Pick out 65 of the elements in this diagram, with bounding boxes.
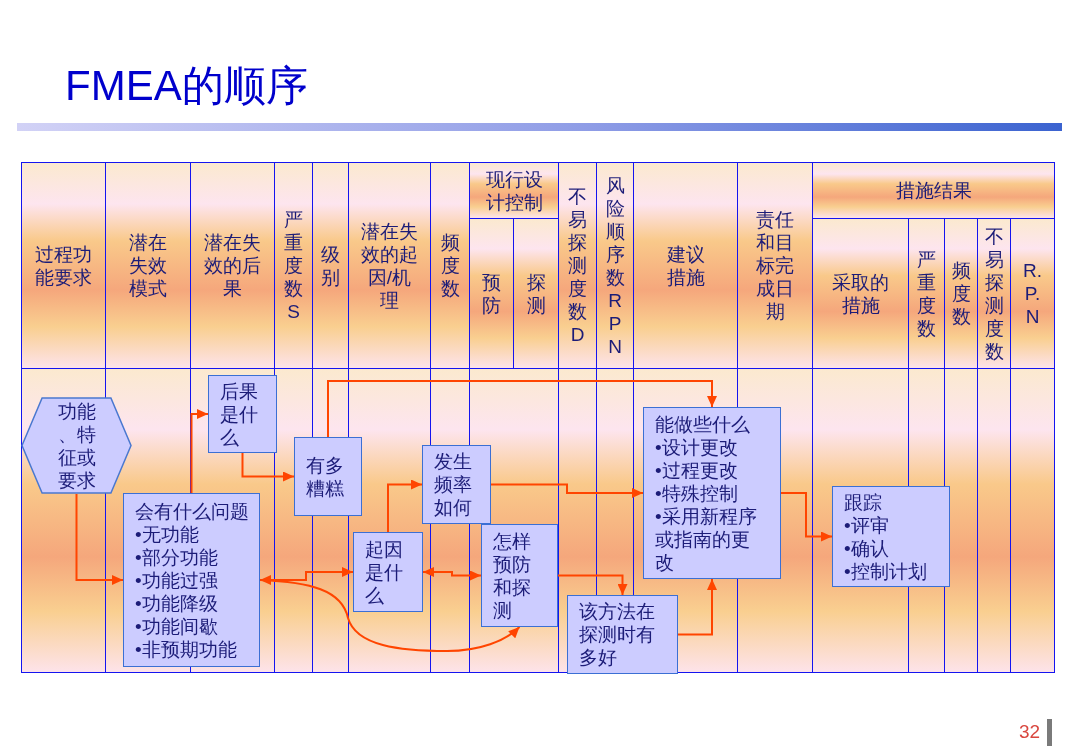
process-box: [481, 524, 558, 627]
arrow: [557, 574, 628, 596]
process-box: [422, 445, 491, 524]
bullet-item: •设计更改: [655, 435, 738, 459]
page-number: 32: [1019, 720, 1041, 744]
box-label: 能做些什么: [655, 412, 750, 436]
box-label: 怎样预防和探测: [493, 529, 532, 622]
column-header: 探测: [526, 270, 546, 317]
bullet-item: •过程更改: [655, 458, 738, 482]
column-header: 严重度数: [916, 247, 937, 340]
arrow: [780, 492, 833, 542]
column-header: 风险顺序数RPN: [605, 173, 625, 358]
process-box: [643, 407, 781, 579]
bullet-item: •部分功能: [135, 545, 218, 569]
bullet-item: •功能过强: [135, 568, 218, 592]
bullet-item: •采用新程序或指南的更改: [655, 504, 758, 574]
arrow: [327, 380, 717, 438]
process-box: [353, 532, 423, 612]
box-label: 会有什么问题: [135, 499, 249, 523]
box-label: 功能、特征或要求: [57, 399, 96, 492]
arrow: [190, 409, 209, 494]
box-label: 跟踪: [844, 490, 882, 514]
column-header: 潜在失效的起因/机理: [360, 219, 419, 312]
column-header: 过程功能要求: [34, 242, 93, 289]
bullet-item: •确认: [844, 536, 889, 560]
process-box: [294, 437, 362, 516]
arrow: [677, 578, 717, 636]
arrow: [490, 483, 644, 498]
column-header: 频度数: [951, 259, 971, 328]
arrow: [75, 493, 124, 585]
bullet-item: •评审: [844, 513, 889, 537]
column-header: 采取的措施: [831, 270, 890, 317]
box-label: 有多糟糕: [306, 453, 345, 500]
column-header: 预防: [481, 270, 502, 317]
bullet-item: •控制计划: [844, 559, 927, 583]
column-header: 严重度数S: [283, 208, 304, 323]
column-header: 不易探测度数D: [567, 185, 588, 346]
column-header: 责任和目标完成日期: [755, 208, 795, 323]
column-header: 现行设计控制: [485, 167, 543, 214]
column-header: 级别: [320, 242, 341, 289]
bullet-item: •无功能: [135, 522, 199, 546]
column-header: 潜在失效的后果: [203, 231, 262, 300]
curved-arrow: [259, 579, 521, 652]
column-header: 潜在失效模式: [128, 231, 168, 300]
column-header: 建议措施: [665, 242, 706, 289]
box-label: 该方法在探测时有多好: [579, 600, 656, 669]
arrow: [387, 479, 423, 533]
process-box: [567, 595, 678, 674]
slide-title: FMEA的顺序: [65, 62, 308, 110]
column-header: 措施结果: [895, 179, 972, 202]
bullet-item: •功能间歇: [135, 614, 218, 638]
column-header: 不易探测度数: [984, 224, 1004, 363]
column-header: R.P.N: [1022, 259, 1043, 328]
bullet-item: •非预期功能: [135, 637, 237, 661]
box-label: 后果是什么: [220, 379, 259, 449]
process-box: [208, 375, 277, 453]
double-headed-arrow: [422, 567, 482, 581]
process-box: [123, 493, 260, 667]
box-label: 发生频率如何: [434, 450, 473, 519]
column-header: 频度数: [440, 231, 460, 300]
bullet-item: •功能降级: [135, 591, 218, 615]
process-box: [832, 486, 950, 587]
box-label: 起因是什么: [365, 537, 404, 607]
arrow: [241, 452, 295, 482]
bullet-item: •特殊控制: [655, 481, 738, 505]
